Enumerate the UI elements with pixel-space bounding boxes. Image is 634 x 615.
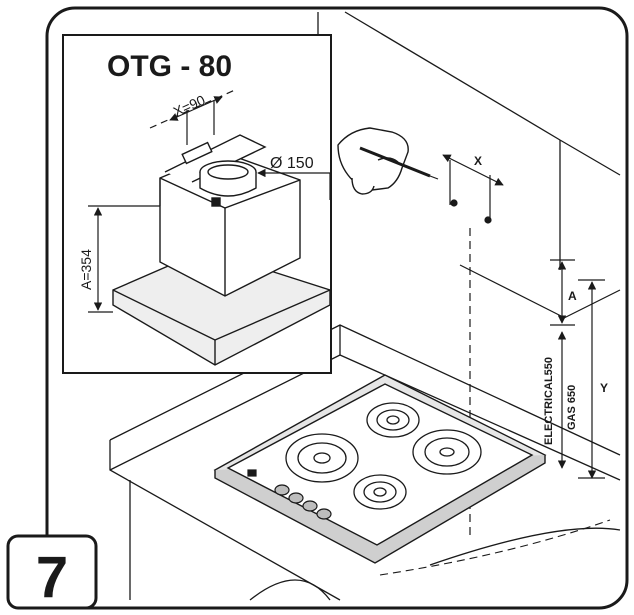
label-a: A [568, 289, 577, 303]
control-knobs [247, 469, 332, 520]
dimension-a-label: A=354 [78, 249, 94, 290]
dashed-arc [379, 519, 611, 576]
knob-icon [302, 500, 318, 512]
label-gas: GAS 650 [566, 385, 578, 430]
burners [285, 402, 482, 510]
range-hood [112, 134, 331, 366]
vertical-dimensions [550, 259, 605, 479]
kitchen-scene [109, 11, 621, 601]
hand-pencil-icon [337, 127, 439, 195]
inset-dimensions [88, 89, 331, 313]
label-y: Y [600, 381, 608, 395]
knob-icon [274, 484, 290, 496]
step-number-badge [6, 534, 98, 610]
label-electrical: ELECTRICAL550 [543, 357, 555, 445]
label-x: X [474, 154, 482, 168]
knob-icon [288, 492, 304, 504]
knob-icon [316, 508, 332, 520]
duct-diameter-label: Ø 150 [270, 155, 314, 172]
model-title: OTG - 80 [107, 50, 232, 83]
step-number: 7 [36, 545, 68, 610]
